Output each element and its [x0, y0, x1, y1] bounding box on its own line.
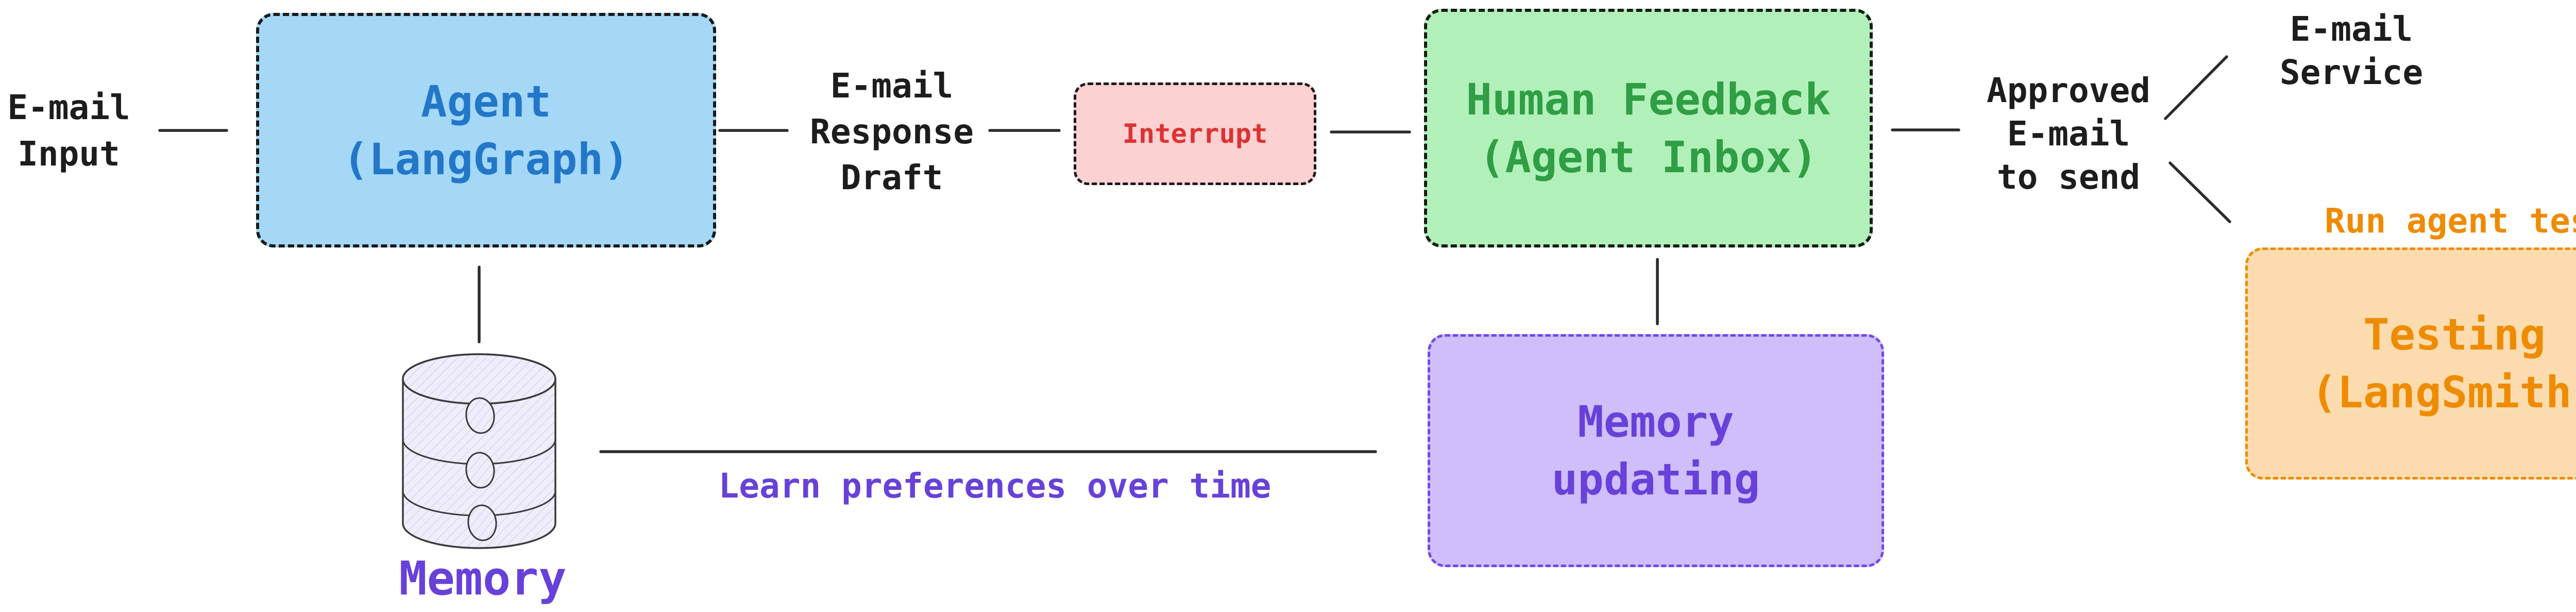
- arrow-approved-to-email-service: [2164, 55, 2228, 120]
- arrow-approved-to-testing: [2168, 161, 2231, 223]
- memory-label: Memory: [399, 552, 567, 606]
- email-response-draft-label: E-mail Response Draft: [810, 66, 974, 197]
- memory-updating-node: Memory updating: [1428, 334, 1884, 567]
- testing-langsmith-node: Testing (LangSmith): [2245, 247, 2576, 479]
- agent-langgraph-node: Agent (LangGraph): [256, 13, 716, 247]
- run-agent-tests-label: Run agent tests: [2324, 201, 2576, 241]
- interrupt-node: Interrupt: [1074, 82, 1316, 185]
- approved-email-label: Approved E-mail to send: [1987, 71, 2150, 197]
- email-input-label: E-mail Input: [7, 88, 130, 174]
- memory-database-icon: [402, 353, 556, 549]
- human-feedback-node: Human Feedback (Agent Inbox): [1424, 9, 1873, 247]
- email-service-label: E-mail Service: [2279, 9, 2424, 92]
- learn-preferences-label: Learn preferences over time: [718, 466, 1272, 506]
